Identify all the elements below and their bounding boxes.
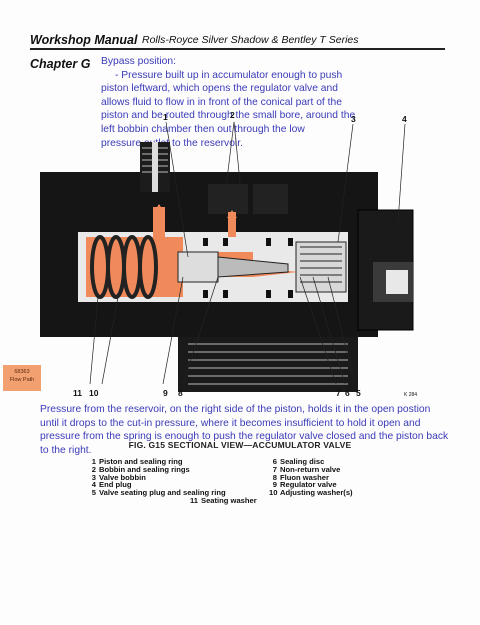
- badge-label: Flow Path: [9, 377, 35, 383]
- regulator-valve-cone: [217, 256, 289, 278]
- description-line: left bobbin chamber then out through the…: [101, 123, 305, 135]
- bottom-boss: [178, 337, 358, 392]
- callout-1: 1: [163, 112, 168, 122]
- page-header: Workshop Manual Rolls-Royce Silver Shado…: [30, 33, 445, 51]
- description-line: - Pressure built up in accumulator enoug…: [115, 69, 343, 81]
- callout-4: 4: [402, 114, 407, 124]
- flow-path-badge: 68363 Flow Path: [3, 365, 41, 391]
- callout-8: 8: [178, 388, 183, 398]
- callout-10: 10: [89, 388, 99, 398]
- spring: [90, 235, 158, 299]
- callout-11: 11: [73, 388, 82, 398]
- description-line: pressure outlet to the reservoir.: [101, 137, 243, 149]
- piston: [177, 251, 219, 283]
- callout-6: 6: [345, 388, 350, 398]
- badge-code: 68363: [14, 369, 30, 375]
- callout-7: 7: [336, 388, 341, 398]
- valve-bobbin: [295, 241, 347, 293]
- figure-reference: K 284: [404, 392, 418, 398]
- callout-5: 5: [356, 388, 361, 398]
- description-line: piston leftward, which opens the regulat…: [101, 83, 338, 95]
- accumulator-valve-diagram: [40, 121, 414, 392]
- paragraph-line: Pressure from the reservoir, on the righ…: [40, 404, 431, 415]
- manual-subtitle: Rolls-Royce Silver Shadow & Bentley T Se…: [142, 34, 359, 46]
- paragraph-line: pressure from the spring is enough to pu…: [40, 431, 449, 443]
- callout-3: 3: [351, 114, 356, 124]
- paragraph-line: to the right.: [40, 444, 92, 456]
- chapter-label: Chapter G: [30, 57, 91, 71]
- description-line: allows fluid to flow in in front of the …: [101, 96, 342, 108]
- description-heading: Bypass position:: [101, 56, 176, 67]
- manual-title: Workshop Manual: [30, 33, 138, 47]
- callout-9: 9: [163, 388, 168, 398]
- cut-in-paragraph: Pressure from the reservoir, on the righ…: [40, 403, 450, 457]
- bypass-description: Bypass position: - Pressure built up in …: [101, 55, 371, 150]
- header-rule: [30, 48, 445, 50]
- description-line: piston and be routed through the small b…: [101, 110, 356, 122]
- paragraph-line: until it drops to the cut-in pressure, w…: [40, 417, 421, 429]
- callout-2: 2: [230, 110, 235, 120]
